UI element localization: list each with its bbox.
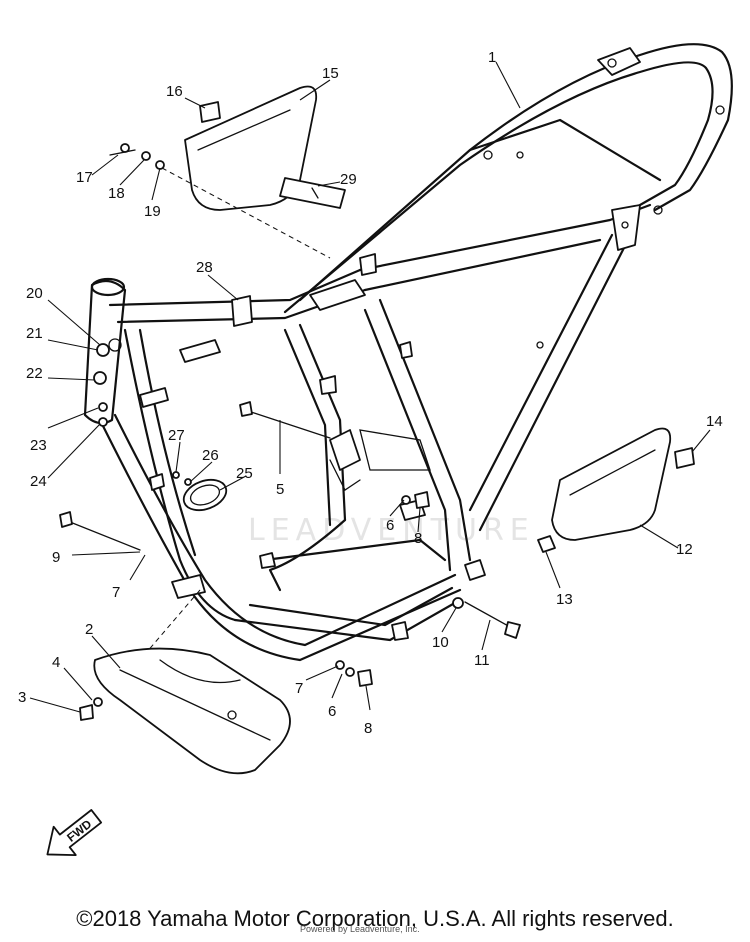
callout-6-lower: 6: [328, 703, 336, 720]
callout-28: 28: [196, 259, 213, 276]
frame-brackets: [139, 47, 725, 641]
callout-20: 20: [26, 285, 43, 302]
callout-12: 12: [676, 541, 693, 558]
part-24: [98, 417, 108, 427]
callout-21: 21: [26, 325, 43, 342]
callout-29: 29: [340, 171, 357, 188]
callout-7-lower: 7: [295, 680, 303, 697]
callout-17: 17: [76, 169, 93, 186]
screw-17: [109, 149, 136, 156]
callout-8-lower: 8: [364, 720, 372, 737]
forward-arrow-icon: FWD: [46, 809, 103, 856]
callout-22: 22: [26, 365, 43, 382]
copyright-notice: ©2018 Yamaha Motor Corporation, U.S.A. A…: [76, 906, 674, 931]
skid-plate: [93, 647, 291, 775]
bolt-9: [64, 519, 141, 551]
credit-line: Powered by Leadventure, Inc.: [300, 924, 420, 934]
collar-19: [155, 160, 165, 170]
callout-10: 10: [432, 634, 449, 651]
nut-13: [537, 535, 556, 553]
callout-23: 23: [30, 437, 47, 454]
callout-19: 19: [144, 203, 161, 220]
washer-10: [452, 597, 464, 609]
washer-6-lower: [345, 667, 355, 677]
part-23: [98, 402, 108, 412]
part-21: [96, 343, 110, 357]
side-cover-right: [551, 427, 672, 541]
callout-7-left: 7: [112, 584, 120, 601]
bolt-11: [464, 601, 513, 629]
callout-16: 16: [166, 83, 183, 100]
callout-14: 14: [706, 413, 723, 430]
callout-4: 4: [52, 654, 60, 671]
callout-15: 15: [322, 65, 339, 82]
callout-3: 3: [18, 689, 26, 706]
callout-1: 1: [488, 49, 496, 66]
leader-lines: [29, 61, 711, 713]
bolt-5: [244, 409, 331, 439]
washer-18: [141, 151, 151, 161]
callout-labels: 1 2 3 4 5 6 6 6 7 7 8 8 8 9 10 11 12 13 …: [18, 49, 723, 737]
plate-29: [279, 177, 346, 209]
callout-5: 5: [276, 481, 284, 498]
callout-11: 11: [474, 652, 490, 669]
callout-25: 25: [236, 465, 253, 482]
collar-7-lower: [335, 660, 345, 670]
grommet-14: [674, 447, 695, 469]
callout-13: 13: [556, 591, 573, 608]
nut-27: [172, 471, 180, 479]
callout-6-mid: 6: [386, 517, 394, 534]
washer-26: [184, 478, 192, 486]
watermark: LEADVENTURE: [248, 513, 535, 548]
callout-24: 24: [30, 473, 47, 490]
callout-9: 9: [52, 549, 60, 566]
callout-18: 18: [108, 185, 125, 202]
clamp-28: [231, 295, 253, 327]
grommet: [199, 101, 221, 123]
callout-27: 27: [168, 427, 185, 444]
callout-2: 2: [85, 621, 93, 638]
washer-4: [93, 697, 103, 707]
washer-6-mid: [401, 495, 411, 505]
nut-8-mid: [414, 491, 430, 509]
callout-26: 26: [202, 447, 219, 464]
callout-8-mid: 8: [414, 530, 422, 547]
main-frame: [83, 43, 733, 662]
nut-8-lower: [357, 669, 373, 687]
part-22: [93, 371, 107, 385]
